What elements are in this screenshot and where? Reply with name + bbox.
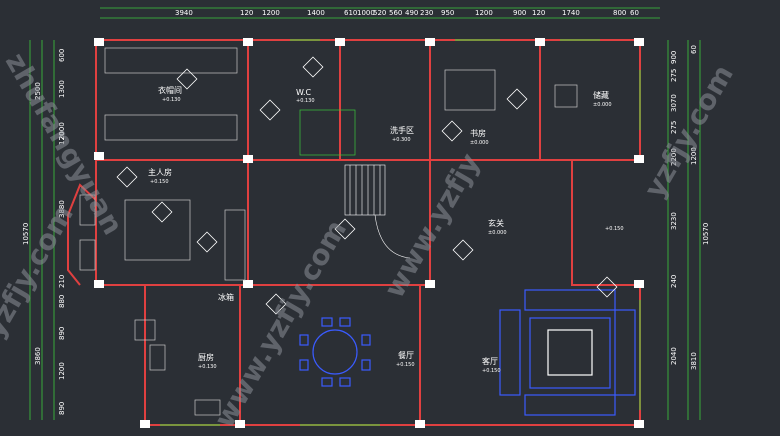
dim-top: 950 <box>441 9 454 17</box>
dim-top: 120 <box>240 9 253 17</box>
dim-right: 275 <box>670 69 678 82</box>
dim-left: 2000 <box>58 122 66 140</box>
dim-right: 2040 <box>670 347 678 365</box>
room-level-study: ±0.000 <box>470 140 489 146</box>
dim-right: 3070 <box>670 94 678 112</box>
room-name-master: 主人房 <box>148 167 172 177</box>
watermark: yzfjy.com <box>637 59 739 203</box>
dim-left: 600 <box>58 49 66 62</box>
room-labels: 衣帽间 +0.130 W.C +0.130 书房 ±0.000 储藏 ±0.00… <box>148 85 624 374</box>
dim-top: 1200 <box>262 9 280 17</box>
dining-table <box>299 317 371 387</box>
room-name-dining: 餐厅 <box>398 351 414 360</box>
windows <box>160 39 641 426</box>
room-level-master: +0.150 <box>150 179 169 185</box>
room-level-storage: ±0.000 <box>593 102 612 108</box>
dim-left: 1200 <box>58 362 66 380</box>
room-level-wc: +0.130 <box>296 98 315 104</box>
room-level-foyer: ±0.000 <box>488 230 507 236</box>
dim-top: 610 <box>344 9 357 17</box>
dim-top: 1200 <box>475 9 493 17</box>
dim-left: 120 <box>58 132 66 145</box>
dim-left: 880 <box>58 295 66 308</box>
dimension-labels-left: 600 1300 2500 120 2000 3880 210 880 1057… <box>22 49 66 415</box>
room-name-foyer: 玄关 <box>488 218 504 228</box>
dim-left: 3860 <box>34 347 42 365</box>
room-name-kitchen: 厨房 <box>198 352 214 362</box>
room-level-kitchen: +0.130 <box>198 364 217 370</box>
dim-top: 120 <box>532 9 545 17</box>
dim-left: 3880 <box>58 200 66 218</box>
dim-top: 520 <box>373 9 386 17</box>
room-name-living: 客厅 <box>482 356 498 366</box>
room-name-closet: 衣帽间 <box>158 85 182 95</box>
exterior-walls <box>67 39 641 426</box>
dim-top: 1000 <box>357 9 375 17</box>
section-markers <box>116 56 618 315</box>
dim-right: 900 <box>670 51 678 64</box>
dim-right: 3230 <box>670 212 678 230</box>
room-level-closet: +0.130 <box>162 97 181 103</box>
dim-right: 240 <box>670 275 678 288</box>
room-name-washroom: 洗手区 <box>390 125 414 135</box>
room-name-study: 书房 <box>470 128 486 138</box>
dim-left: 1300 <box>58 80 66 98</box>
foyer-side-level: +0.150 <box>605 226 624 232</box>
dim-top: 490 <box>405 9 418 17</box>
dim-right: 3810 <box>690 352 698 370</box>
dim-top: 900 <box>513 9 526 17</box>
dim-left: 2500 <box>34 82 42 100</box>
dim-left: 890 <box>58 327 66 340</box>
room-level-washroom: +0.300 <box>392 137 411 143</box>
dim-top: 800 <box>613 9 626 17</box>
watermark: www.yzfjy.com <box>207 214 353 433</box>
dim-left: 210 <box>58 275 66 288</box>
room-name-fridge: 冰箱 <box>218 292 234 302</box>
dimension-labels-right: 900 275 3070 275 2200 3230 240 2040 60 1… <box>670 45 710 370</box>
room-level-living: +0.150 <box>482 368 501 374</box>
wall-columns <box>94 38 644 428</box>
room-name-wc: W.C <box>296 88 312 97</box>
dim-left: 10570 <box>22 223 30 245</box>
furniture <box>79 47 578 416</box>
dim-left: 890 <box>58 402 66 415</box>
dim-right: 2200 <box>670 148 678 166</box>
dim-top: 560 <box>389 9 402 17</box>
dim-right: 275 <box>670 121 678 134</box>
dim-right: 60 <box>690 45 698 54</box>
dim-top: 230 <box>420 9 433 17</box>
staircase <box>344 164 411 259</box>
watermarks: zhufangyuan yzfjy.com www.yzfjy.com yzfj… <box>0 47 740 434</box>
dim-top: 1400 <box>307 9 325 17</box>
dim-top: 3940 <box>175 9 193 17</box>
dim-right: 1200 <box>690 147 698 165</box>
sofa-set <box>499 289 636 416</box>
room-name-storage: 储藏 <box>593 90 609 100</box>
dim-right: 10570 <box>702 223 710 245</box>
dim-top: 1740 <box>562 9 580 17</box>
dimension-lines <box>29 7 701 420</box>
dim-top: 60 <box>630 9 639 17</box>
dimension-labels-top: 3940 120 1200 1400 610 1000 520 560 490 … <box>175 9 639 17</box>
room-level-dining: +0.150 <box>396 362 415 368</box>
